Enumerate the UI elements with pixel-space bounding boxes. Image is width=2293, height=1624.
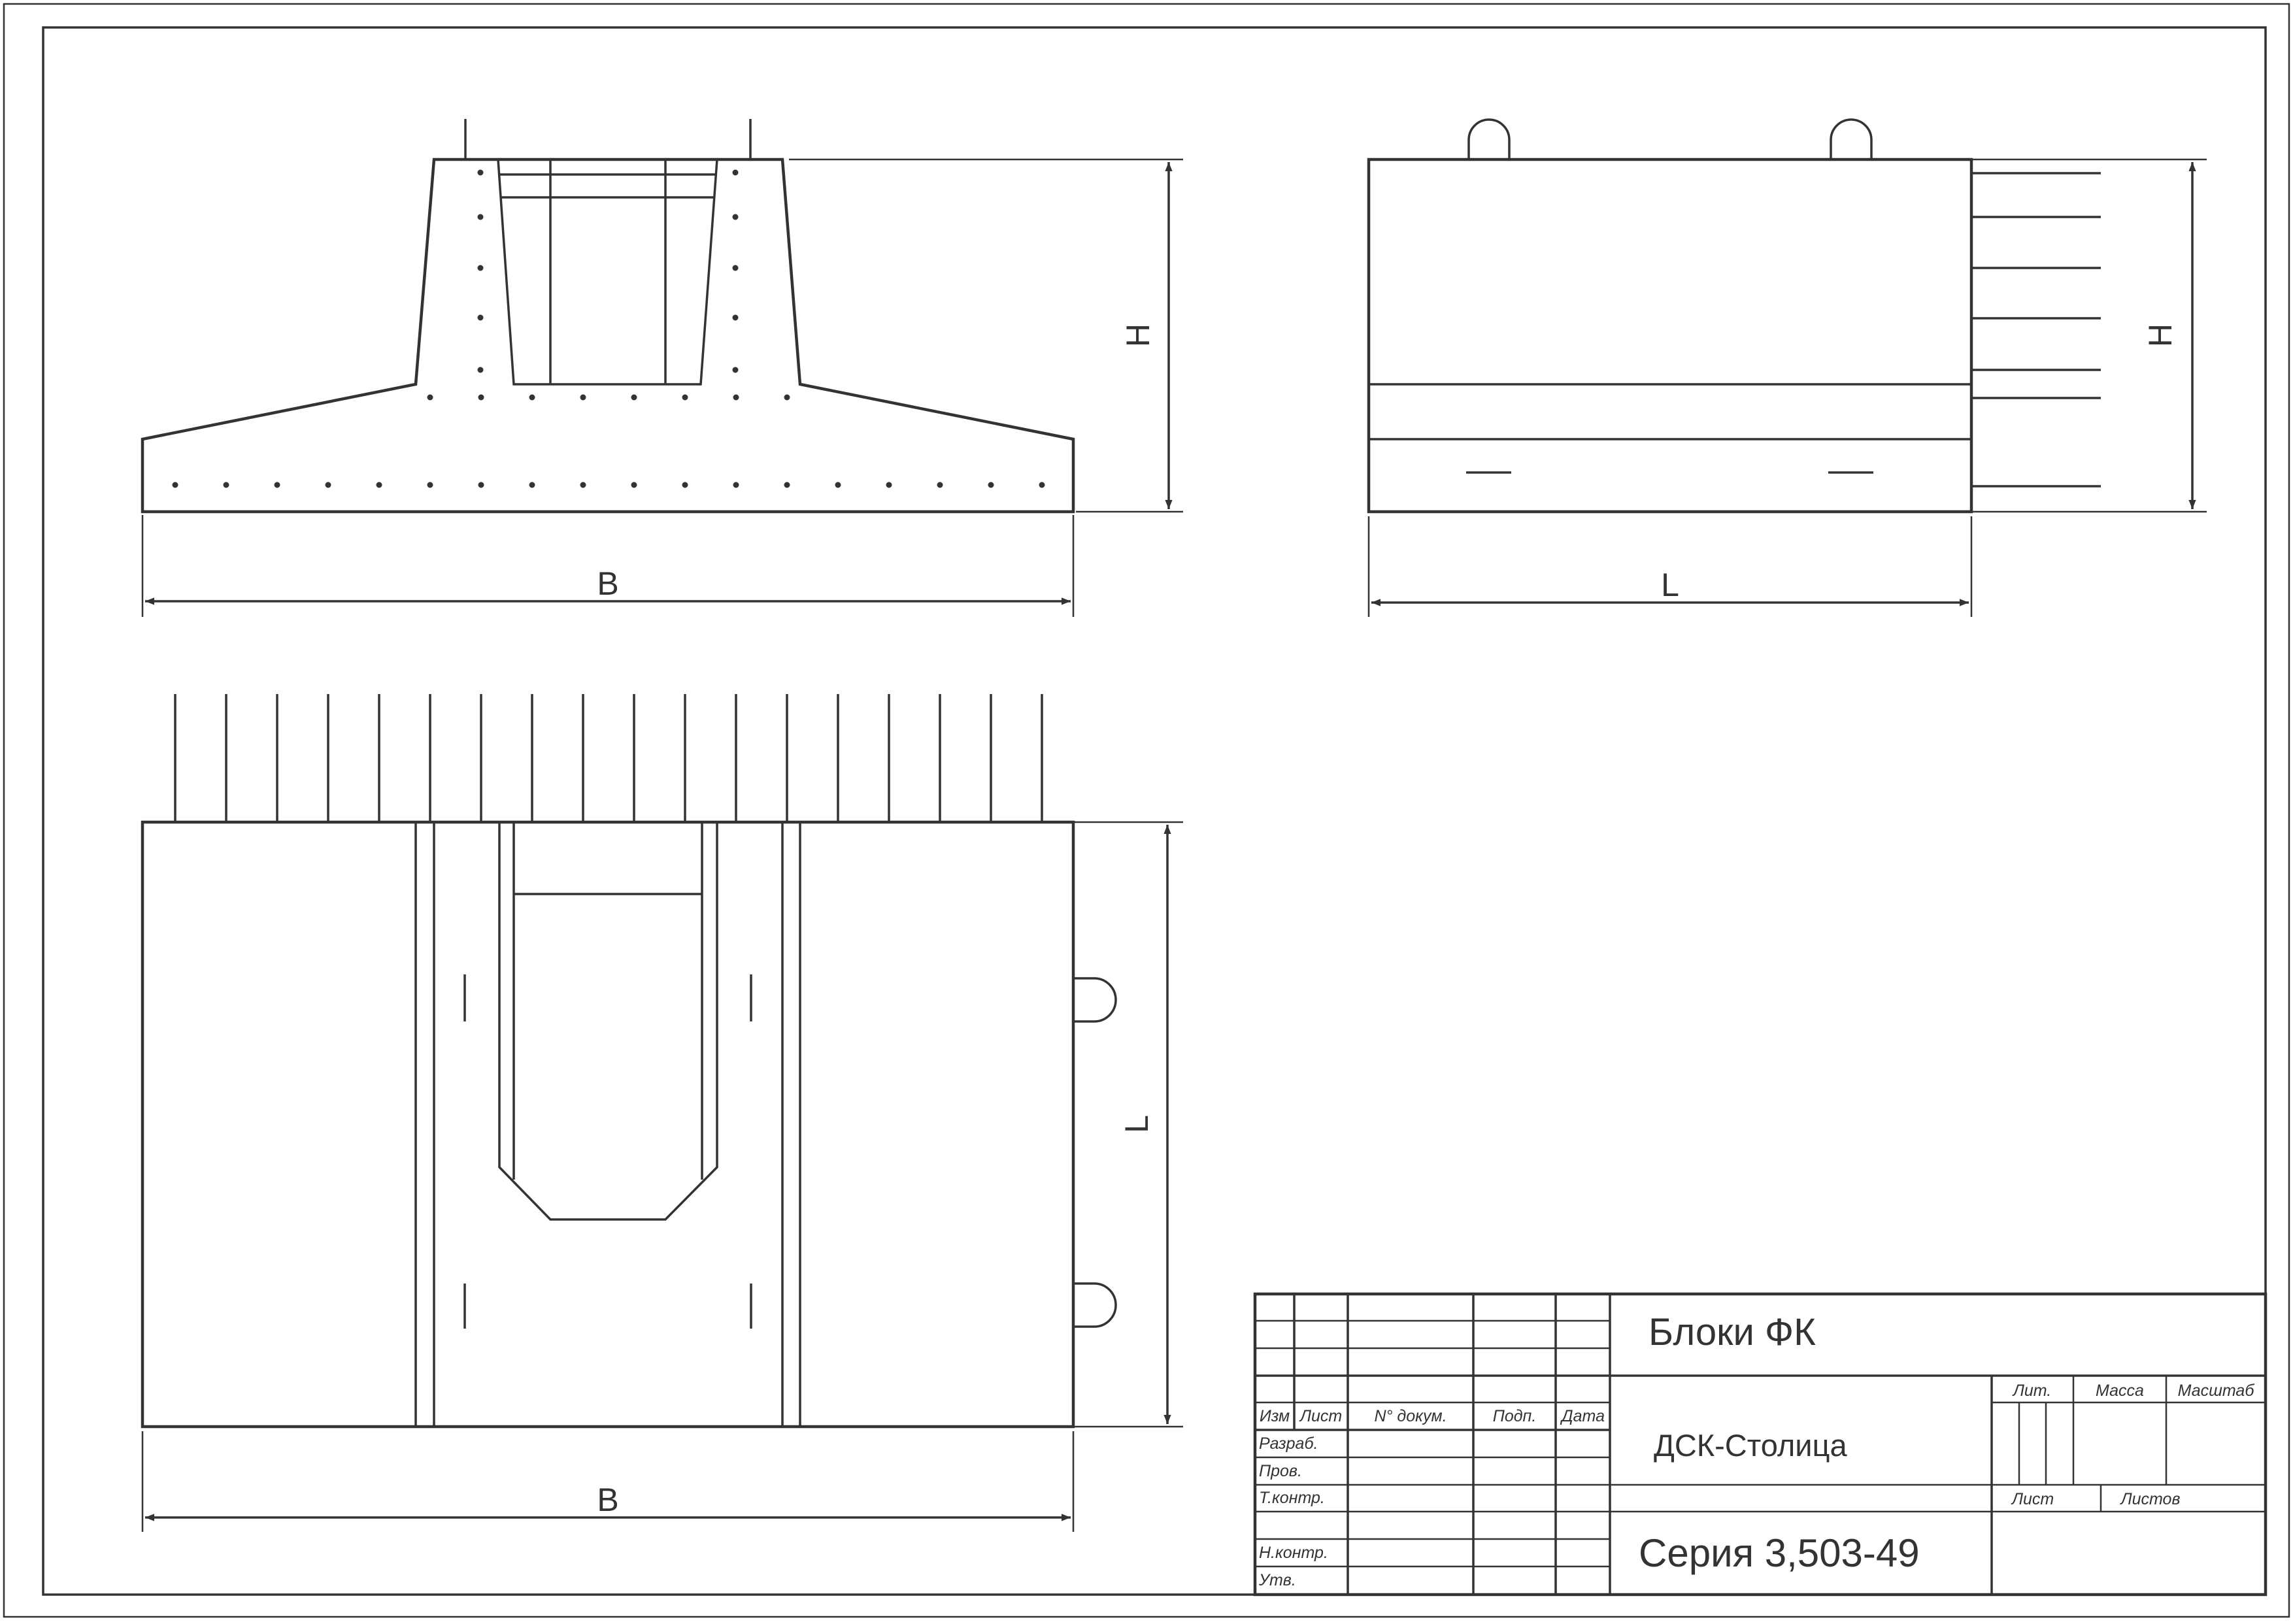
rebar-dot: [784, 482, 790, 488]
rebar-dot: [733, 482, 739, 488]
drawing-title: Блоки ФК: [1649, 1311, 1816, 1353]
rebar-dot: [784, 394, 790, 401]
row-checked: Пров.: [1259, 1462, 1302, 1480]
organization-name: ДСК-Столица: [1654, 1428, 1847, 1463]
rebar-dot: [580, 394, 586, 401]
rebar-dot: [733, 394, 739, 401]
side-height-label: H: [2142, 323, 2179, 347]
height-label: H: [1120, 323, 1156, 347]
rebar-dot: [732, 169, 739, 176]
rebar-dot: [631, 482, 637, 488]
col-list: Лист: [1299, 1407, 1342, 1425]
row-norm-control: Н.контр.: [1259, 1544, 1328, 1562]
rebar-dot: [988, 482, 994, 488]
rebar-dot: [580, 482, 586, 488]
front-view: H B: [141, 119, 1183, 617]
rebar-ends: [1971, 172, 2101, 488]
rebar-dot: [427, 394, 433, 401]
front-view-socket: [497, 159, 718, 386]
row-approved: Утв.: [1258, 1571, 1296, 1589]
rebar-dot: [937, 482, 943, 488]
rebar-dot: [172, 482, 178, 488]
rebar-dot: [732, 367, 739, 373]
rebar-dot: [376, 482, 382, 488]
col-doc-no: N° докум.: [1374, 1407, 1447, 1425]
rebar-dot: [477, 367, 484, 373]
front-view-outline: [141, 157, 1075, 514]
col-date: Дата: [1560, 1407, 1605, 1425]
col-izm: Изм: [1260, 1407, 1290, 1425]
side-view-outline: [1367, 157, 1973, 514]
rebar-dot: [477, 169, 484, 176]
rebar-dot: [682, 482, 688, 488]
rebar-dot: [478, 394, 484, 401]
row-developed: Разраб.: [1259, 1434, 1318, 1453]
rebar-dot: [886, 482, 892, 488]
rebar-dot: [529, 482, 535, 488]
rebar-dot: [1039, 482, 1045, 488]
plan-length-label: L: [1118, 1115, 1155, 1133]
plan-socket-outer: [498, 822, 718, 1221]
col-sign: Подп.: [1493, 1407, 1537, 1425]
rebar-dot: [732, 265, 739, 271]
plan-view: L B: [141, 694, 1183, 1532]
side-view: H L: [1367, 118, 2207, 617]
plan-loop-top: [1073, 977, 1117, 1023]
lifting-loop-left: [1467, 118, 1511, 159]
title-block: Изм Лист N° докум. Подп. Дата Разраб. Пр…: [1253, 1292, 2268, 1597]
rebar-dot: [477, 265, 484, 271]
rebar-dot: [732, 214, 739, 220]
rebar-dot: [835, 482, 841, 488]
scale-label: Масштаб: [2178, 1382, 2255, 1400]
rebar-dot: [682, 394, 688, 401]
sheet-label: Лист: [2011, 1490, 2054, 1508]
inner-frame: [42, 26, 2267, 1596]
rebar-dot: [529, 394, 535, 401]
lifting-loop-right: [1830, 118, 1873, 159]
mass-label: Масса: [2096, 1382, 2144, 1400]
plan-view-outline: [141, 820, 1075, 1429]
series-number: Серия 3,503-49: [1639, 1531, 1920, 1575]
rebar-dot: [477, 214, 484, 220]
rebar-dot: [477, 314, 484, 321]
rebar-dot: [478, 482, 484, 488]
rebar-stubs: [174, 694, 1043, 822]
outer-border: [3, 3, 2290, 1618]
rebar-dot: [325, 482, 331, 488]
rebar-dot: [427, 482, 433, 488]
lit-label: Лит.: [2012, 1382, 2052, 1400]
width-label: B: [597, 565, 618, 602]
rebar-dot: [631, 394, 637, 401]
rebar-dots: [172, 169, 1045, 488]
plan-width-label: B: [597, 1482, 618, 1518]
rebar-dot: [732, 314, 739, 321]
plan-loop-bottom: [1073, 1282, 1117, 1328]
row-tech-control: Т.контр.: [1259, 1489, 1325, 1507]
rebar-dot: [223, 482, 229, 488]
rebar-dot: [274, 482, 280, 488]
length-label: L: [1661, 567, 1679, 603]
sheets-label: Листов: [2119, 1490, 2180, 1508]
